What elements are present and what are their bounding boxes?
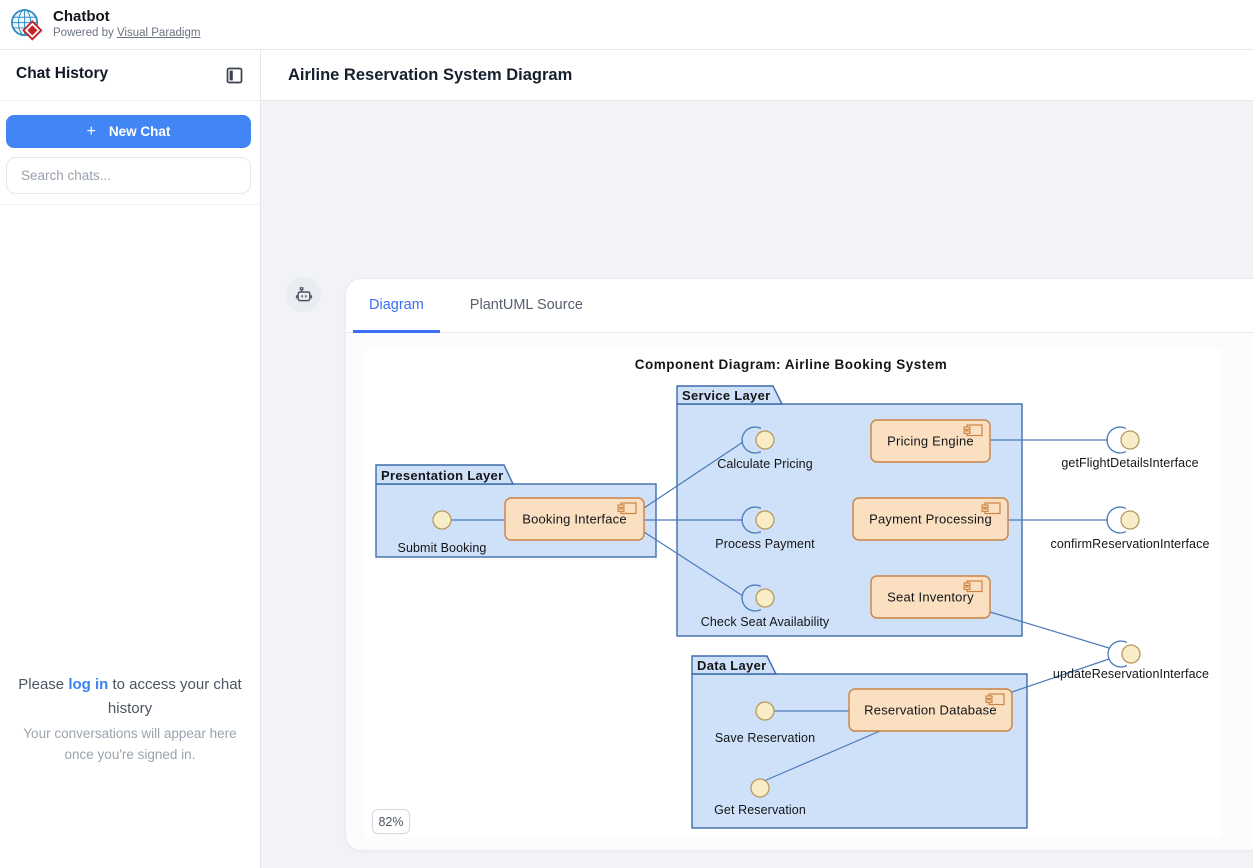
svg-text:Process Payment: Process Payment [715,537,815,551]
component-booking-interface: Booking Interface [504,497,645,541]
login-message: Please log in to access your chat histor… [14,673,246,721]
svg-text:Component Diagram: Airline Boo: Component Diagram: Airline Booking Syste… [635,357,948,372]
component-payment-processing: Payment Processing [852,497,1009,541]
interface-calculate-pricing: Calculate Pricing [717,426,813,471]
new-chat-label: New Chat [108,124,171,139]
interface-process-payment: Process Payment [715,506,815,551]
new-chat-button[interactable]: + New Chat [6,115,251,148]
plus-icon: + [86,122,96,140]
chat-history-sidebar: Chat History + New Chat Please log in to… [0,50,261,868]
component-pricing-engine: Pricing Engine [870,419,991,463]
interface-submit-booking: Submit Booking [398,510,487,555]
response-card: Diagram PlantUML Source Presentation Lay… [345,278,1253,851]
robot-icon [295,286,312,301]
interface-check-seat-availability: Check Seat Availability [701,584,830,629]
svg-text:Reservation Database: Reservation Database [864,703,997,718]
tab-bar: Diagram PlantUML Source [346,279,1253,333]
svg-text:Data Layer: Data Layer [697,658,766,673]
tab-diagram[interactable]: Diagram [353,279,440,333]
panel-left-icon [226,67,242,83]
top-bar: Chatbot Powered by Visual Paradigm [0,0,1253,50]
powered-by: Powered by Visual Paradigm [53,26,200,41]
component-seat-inventory: Seat Inventory [870,575,991,619]
visual-paradigm-logo-icon [11,9,43,41]
app-title: Chatbot [53,8,110,25]
svg-text:Calculate Pricing: Calculate Pricing [717,457,813,471]
sidebar-divider [0,204,260,205]
powered-by-prefix: Powered by [53,27,117,39]
login-note: Your conversations will appear here once… [23,726,237,762]
interface-confirmreservationinterface: confirmReservationInterface [1050,506,1209,551]
login-prompt: Please log in to access your chat histor… [14,673,246,765]
interface-save-reservation: Save Reservation [715,701,815,745]
svg-text:Save Reservation: Save Reservation [715,731,815,745]
component-reservation-database: Reservation Database [848,688,1013,732]
log-in-link[interactable]: log in [68,676,109,693]
search-chats-input[interactable] [6,157,251,194]
login-text-before: Please [18,676,69,693]
zoom-level-badge: 82% [372,809,410,834]
svg-text:Presentation Layer: Presentation Layer [381,468,503,483]
svg-text:confirmReservationInterface: confirmReservationInterface [1050,537,1209,551]
collapse-sidebar-button[interactable] [223,64,245,86]
svg-text:Submit Booking: Submit Booking [398,541,487,555]
login-text-after: to access your chat history [107,676,242,717]
page-header: Airline Reservation System Diagram [261,50,1253,101]
svg-text:Get Reservation: Get Reservation [714,803,806,817]
tab-plantuml-source[interactable]: PlantUML Source [469,296,583,313]
interface-updatereservationinterface: updateReservationInterface [1053,640,1209,681]
main-content: Airline Reservation System Diagram Diagr… [261,50,1253,868]
interface-get-reservation: Get Reservation [714,778,806,817]
svg-text:Service Layer: Service Layer [682,388,770,403]
chat-history-title: Chat History [16,65,109,82]
page-title: Airline Reservation System Diagram [288,65,573,84]
svg-text:Booking Interface: Booking Interface [522,512,627,527]
svg-text:Check Seat Availability: Check Seat Availability [701,615,830,629]
svg-text:Pricing Engine: Pricing Engine [887,434,974,449]
sidebar-header: Chat History [0,50,260,101]
bot-avatar [286,277,321,312]
svg-text:updateReservationInterface: updateReservationInterface [1053,667,1209,681]
interface-getflightdetailsinterface: getFlightDetailsInterface [1061,426,1199,470]
visual-paradigm-link[interactable]: Visual Paradigm [116,27,201,39]
svg-text:getFlightDetailsInterface: getFlightDetailsInterface [1061,456,1198,470]
svg-text:Payment Processing: Payment Processing [869,512,992,527]
svg-text:Seat Inventory: Seat Inventory [887,590,974,605]
